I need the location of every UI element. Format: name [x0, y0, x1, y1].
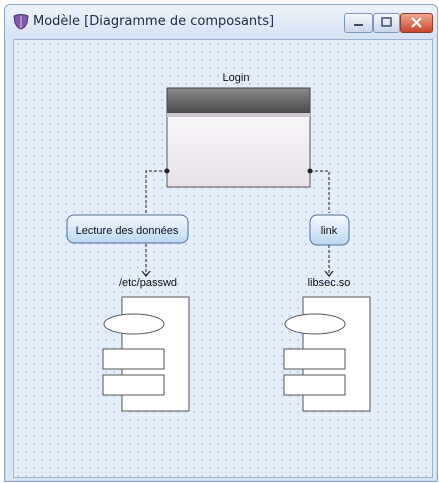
diagram-window: Modèle [Diagramme de composants]: [4, 4, 438, 482]
title-bar[interactable]: Modèle [Diagramme de composants]: [5, 5, 437, 39]
maximize-icon: [381, 17, 392, 27]
connector-link[interactable]: [307, 168, 330, 277]
component-libsec-so[interactable]: libsec.so: [283, 277, 371, 412]
diagram-drawing: Login Lecture des données: [66, 72, 371, 412]
link-link-text: link: [321, 225, 338, 237]
link-label-lecture[interactable]: Lecture des données: [66, 214, 189, 244]
diagram-canvas[interactable]: Login Lecture des données: [13, 39, 433, 478]
login-label: Login: [223, 72, 250, 84]
maximize-button[interactable]: [373, 13, 400, 33]
close-button[interactable]: [400, 13, 433, 33]
minimize-icon: [354, 24, 363, 26]
login-component[interactable]: Login: [166, 72, 311, 188]
close-icon: [411, 17, 422, 28]
component-etc-passwd-label: /etc/passwd: [119, 277, 177, 289]
minimize-button[interactable]: [344, 13, 373, 33]
link-lecture-text: Lecture des données: [76, 225, 179, 237]
shield-icon: [13, 14, 29, 30]
connector-lecture[interactable]: [146, 168, 170, 277]
component-libsec-so-label: libsec.so: [308, 277, 351, 289]
component-etc-passwd[interactable]: /etc/passwd: [102, 277, 190, 412]
window-title: Modèle [Diagramme de composants]: [33, 14, 275, 29]
link-label-link[interactable]: link: [309, 214, 350, 246]
